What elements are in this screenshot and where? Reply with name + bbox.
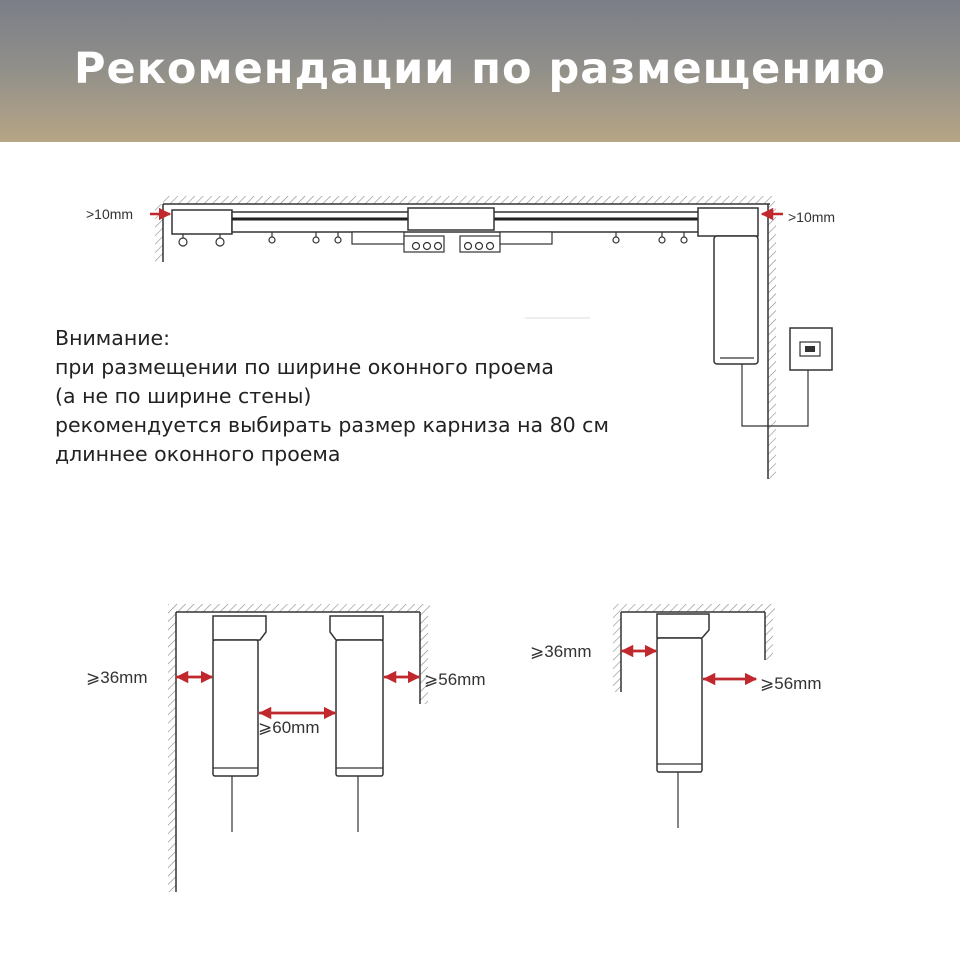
ceiling-hatch bbox=[163, 196, 775, 204]
wall-gap-label: ⩾36mm bbox=[86, 668, 147, 687]
motor-unit-right bbox=[329, 615, 384, 832]
header-banner: Рекомендации по размещению bbox=[0, 0, 960, 142]
left-wall-hatch bbox=[613, 612, 621, 692]
power-socket bbox=[789, 327, 833, 371]
note-line: (а не по ширине стены) bbox=[55, 384, 312, 408]
left-wall-hatch bbox=[168, 612, 176, 892]
note-line: длиннее оконного проема bbox=[55, 442, 341, 466]
right-wall-hatch bbox=[420, 612, 428, 704]
attention-note: Внимание: при размещении по ширине оконн… bbox=[55, 324, 715, 469]
between-gap-label: ⩾60mm bbox=[258, 718, 319, 737]
side-gap-label: ⩾56mm bbox=[424, 670, 485, 689]
motor-unit-left bbox=[212, 615, 267, 832]
top-rail-diagram: >10mm >10mm bbox=[86, 196, 835, 479]
double-motor-diagram: ⩾36mm ⩾60mm ⩾56mm bbox=[86, 604, 485, 892]
gap-label-left: >10mm bbox=[86, 206, 133, 222]
left-wall-hatch bbox=[155, 204, 163, 262]
page-title: Рекомендации по размещению bbox=[74, 44, 886, 94]
single-motor-diagram: ⩾36mm ⩾56mm bbox=[530, 604, 821, 828]
side-gap-label: ⩾56mm bbox=[760, 674, 821, 693]
right-wall-hatch bbox=[768, 204, 776, 479]
ceiling-hatch bbox=[168, 604, 430, 612]
gap-label-right: >10mm bbox=[788, 209, 835, 225]
curtain-rail bbox=[171, 207, 759, 319]
right-wall-hatch bbox=[765, 612, 773, 660]
note-line: при размещении по ширине оконного проема bbox=[55, 355, 554, 379]
motor-unit-single bbox=[656, 613, 710, 828]
wall-gap-label: ⩾36mm bbox=[530, 642, 591, 661]
note-line: рекомендуется выбирать размер карниза на… bbox=[55, 413, 609, 437]
ceiling-hatch bbox=[613, 604, 775, 612]
note-line: Внимание: bbox=[55, 326, 171, 350]
motor-unit bbox=[713, 235, 809, 427]
